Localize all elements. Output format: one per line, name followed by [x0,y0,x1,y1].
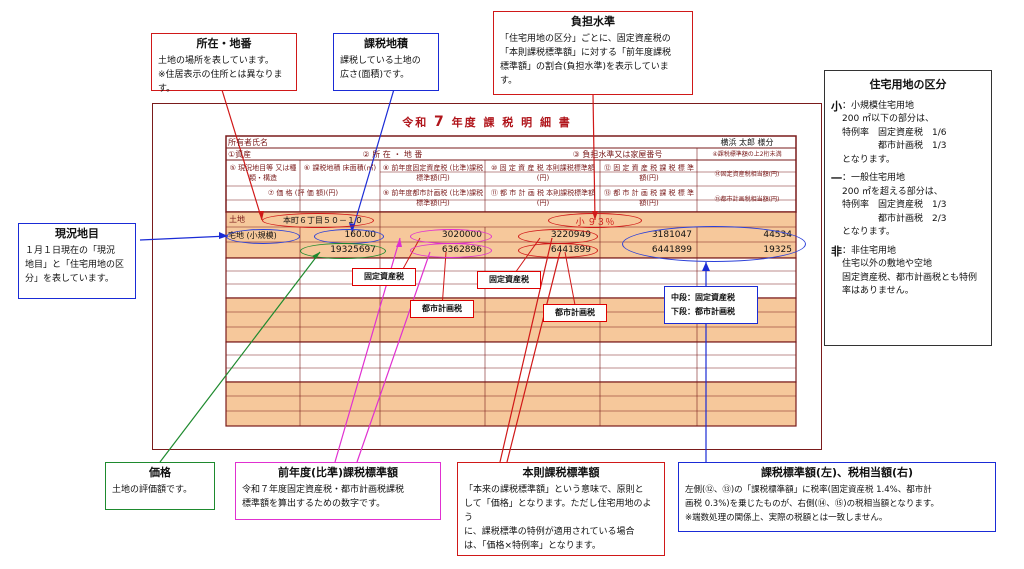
callout-base: 本則課税標準額 「本来の課税標準額」という意味で、原則と して「価格」となります… [457,462,665,556]
callout-prev-title: 前年度(比準)課税標準額 [277,466,399,479]
base-city-highlight [518,243,598,258]
burden-highlight [548,213,642,228]
callout-area: 課税地積 課税している土地の 広さ(面積)です。 [333,33,439,91]
residential-non-key: 非 [831,244,842,258]
callout-burden: 負担水準 「住宅用地の区分」ごとに、固定資産税の 「本則課税標準額」に対する「前… [493,11,693,95]
callout-current-text: １月１日現在の「現況 地目」と「住宅用地の区 分」を表しています。 [25,246,125,284]
header-asset: ①資産 [228,150,252,159]
header-14: ⑭固定資産税相当額(円) [714,171,780,178]
callout-price-title: 価格 [149,466,171,479]
category-highlight [226,229,300,244]
title-year: 7 [434,114,446,130]
header-15: ⑮都市計画税相当額(円) [714,196,780,203]
title-era: 令和 [402,116,429,129]
std-tax-highlight [622,226,806,262]
address-highlight [262,213,374,228]
residential-small-text: ：小規模住宅用地 200 ㎡以下の部分は、 特例率 固定資産税 1/6 都市計画… [842,100,947,165]
residential-title: 住宅用地の区分 [869,78,947,91]
tag-city-1: 都市計画税 [410,300,474,318]
tag-mid-low: 中段：固定資産税 下段：都市計画税 [664,286,758,324]
area-highlight [314,229,384,244]
header-5: ⑤ 現況地目等 又は種類・構造 [229,164,297,182]
prev-fixed-highlight [410,229,492,244]
header-8: ⑧ 前年度固定資産税 (比準)課税標準額(円) [382,164,484,182]
row-asset: 土地 [229,215,245,224]
callout-burden-text: 「住宅用地の区分」ごとに、固定資産税の 「本則課税標準額」に対する「前年度課税 … [500,34,672,86]
header-location: ② 所 在 ・ 地 番 [362,150,423,159]
header-12: ⑫ 固 定 資 産 税 課 税 標 準 額(円) [603,164,695,182]
prev-city-highlight [410,243,492,258]
residential-general-key: 一 [831,172,842,185]
tag-city-2: 都市計画税 [543,304,607,322]
callout-location: 所在・地番 土地の場所を表しています。 ※住居表示の住所とは異なります。 [151,33,297,94]
callout-price: 価格 土地の評価額です。 [105,462,215,510]
callout-burden-title: 負担水準 [571,15,615,28]
callout-area-text: 課税している土地の 広さ(面積)です。 [340,56,421,80]
header-9: ⑨ 前年度都市計画税 (比準)課税標準額(円) [382,189,484,207]
header-13: ⑬ 都 市 計 画 税 課 税 標 準 額(円) [603,189,695,207]
price-highlight [300,243,386,259]
residential-box: 住宅用地の区分 小 ：小規模住宅用地 200 ㎡以下の部分は、 特例率 固定資産… [824,70,992,346]
callout-std: 課税標準額(左)、税相当額(右) 左側(⑫、⑬)の「課税標準額」に税率(固定資産… [678,462,996,532]
callout-area-title: 課税地積 [364,37,408,50]
header-10: ⑩ 固 定 資 産 税 本則課税標準額(円) [491,164,595,182]
callout-location-text: 土地の場所を表しています。 ※住居表示の住所とは異なります。 [158,56,283,94]
callout-std-title: 課税標準額(左)、税相当額(右) [760,466,914,479]
base-fixed-highlight [518,229,598,244]
tag-low: 下段：都市計画税 [671,307,735,316]
tag-mid: 中段：固定資産税 [671,293,735,302]
callout-prev-text: 令和７年度固定資産税・都市計画税課税 標準額を算出するための数字です。 [242,485,405,509]
header-right-top: ④課税標準額の上2桁未満 [712,151,782,158]
header-6: ⑥ 課税地積 床面積(㎡) [303,164,377,172]
callout-location-title: 所在・地番 [196,37,252,50]
header-11: ⑪ 都 市 計 画 税 本則課税標準額(円) [490,189,596,207]
residential-small-key: 小 [831,99,842,113]
owner-label: 所有者氏名 [228,138,268,147]
header-7: ⑦ 価 格 (評 価 額)(円) [267,189,339,197]
tag-fixed-1: 固定資産税 [352,268,416,286]
callout-base-text: 「本来の課税標準額」という意味で、原則と して「価格」となります。ただし住宅用地… [464,485,652,551]
callout-std-text: 左側(⑫、⑬)の「課税標準額」に税率(固定資産税 1.4%、都市計 画税 0.3… [685,485,939,523]
residential-non-text: ：非住宅用地 住宅以外の敷地や空地 固定資産税、都市計画税とも特例率はありません… [842,245,978,297]
title-text: 年度 課 税 明 細 書 [451,116,572,129]
callout-price-text: 土地の評価額です。 [112,485,193,495]
callout-current-title: 現況地目 [55,227,99,240]
callout-current: 現況地目 １月１日現在の「現況 地目」と「住宅用地の区 分」を表しています。 [18,223,136,299]
header-burden: ③ 負担水準又は家屋番号 [572,150,663,159]
residential-general-text: ：一般住宅用地 200 ㎡を超える部分は、 特例率 固定資産税 1/3 都市計画… [842,173,947,237]
callout-base-title: 本則課税標準額 [522,466,600,479]
residential-small: 小 ：小規模住宅用地 200 ㎡以下の部分は、 特例率 固定資産税 1/6 都市… [831,100,985,168]
document-title: 令和 7 年度 課 税 明 細 書 [153,114,821,130]
owner-name: 横浜 太郎 様分 [720,138,774,147]
residential-general: 一 ：一般住宅用地 200 ㎡を超える部分は、 特例率 固定資産税 1/3 都市… [831,172,985,240]
residential-non: 非 ：非住宅用地 住宅以外の敷地や空地 固定資産税、都市計画税とも特例率はありま… [831,245,985,299]
tag-fixed-2: 固定資産税 [477,271,541,289]
callout-prev: 前年度(比準)課税標準額 令和７年度固定資産税・都市計画税課税 標準額を算出する… [235,462,441,520]
